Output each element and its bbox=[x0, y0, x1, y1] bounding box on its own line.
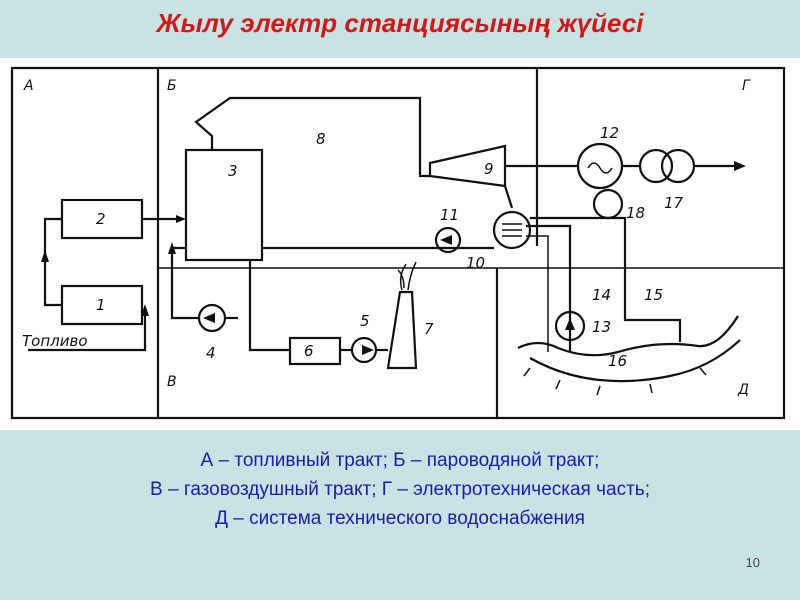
component-12-generator bbox=[576, 142, 624, 190]
label-5: 5 bbox=[360, 312, 370, 330]
arrow-to-boiler bbox=[176, 215, 186, 223]
flue-gas-line bbox=[248, 260, 290, 352]
caption-line-1: А – топливный тракт; Б – пароводяной тра… bbox=[200, 450, 600, 471]
label-17: 17 bbox=[664, 194, 684, 212]
component-6-box bbox=[288, 336, 342, 366]
diagram-frame bbox=[10, 66, 786, 420]
component-18-exciter bbox=[592, 188, 624, 220]
zone-label-g: Г bbox=[742, 78, 751, 94]
fuel-input-line bbox=[28, 308, 147, 352]
ac-symbol bbox=[587, 162, 613, 174]
label-1: 1 bbox=[96, 296, 106, 314]
component-7-stack bbox=[386, 290, 418, 370]
legend-caption: А – топливный тракт; Б – пароводяной тра… bbox=[0, 446, 800, 533]
component-9-turbine bbox=[428, 144, 507, 188]
component-16-reservoir bbox=[529, 339, 741, 383]
label-13: 13 bbox=[592, 318, 611, 336]
reservoir-hatching bbox=[523, 367, 707, 396]
fan-4-arrow bbox=[203, 313, 215, 323]
label-8: 8 bbox=[316, 130, 326, 148]
zone-label-a: А bbox=[23, 78, 34, 94]
page-number: 10 bbox=[745, 555, 760, 570]
smoke-plume bbox=[397, 261, 417, 291]
arrow-fuel-input bbox=[141, 304, 149, 316]
pump-11-arrow bbox=[440, 235, 452, 245]
arrow-grid-output bbox=[734, 161, 746, 171]
fuel-label: Топливо bbox=[22, 332, 88, 350]
pump-13-arrow bbox=[565, 318, 575, 330]
label-7: 7 bbox=[424, 320, 434, 338]
label-3: 3 bbox=[228, 162, 238, 180]
cooling-return-15 bbox=[530, 216, 682, 342]
label-6: 6 bbox=[304, 342, 314, 360]
reservoir-bank-top bbox=[517, 315, 739, 357]
zone-label-b: Б bbox=[167, 78, 177, 94]
condenser-coil bbox=[502, 223, 522, 237]
power-plant-diagram: А Б В Г Д Топливо bbox=[0, 58, 800, 430]
caption-line-2: В – газовоздушный тракт; Г – электротехн… bbox=[150, 479, 650, 500]
cooling-line-inner bbox=[526, 235, 549, 352]
label-2: 2 bbox=[96, 210, 106, 228]
label-11: 11 bbox=[440, 206, 459, 224]
label-15: 15 bbox=[644, 286, 663, 304]
label-14: 14 bbox=[592, 286, 611, 304]
diagram-svg: А Б В Г Д Топливо bbox=[10, 66, 786, 420]
steam-line-8 bbox=[194, 96, 430, 178]
label-12: 12 bbox=[600, 124, 619, 142]
label-18: 18 bbox=[626, 204, 645, 222]
component-13-pump bbox=[554, 310, 586, 342]
exhaust-to-condenser bbox=[503, 185, 514, 209]
label-9: 9 bbox=[484, 160, 494, 178]
component-10-condenser bbox=[492, 210, 532, 250]
arrow-air-up bbox=[168, 242, 176, 254]
air-supply-line bbox=[170, 246, 200, 320]
caption-line-3: Д – система технического водоснабжения bbox=[215, 508, 585, 529]
component-11-pump bbox=[434, 226, 462, 254]
label-4: 4 bbox=[206, 344, 216, 362]
component-3-boiler bbox=[184, 148, 264, 262]
zone-label-v: В bbox=[167, 374, 177, 390]
slide-title: Жылу электр станциясының жүйесі bbox=[156, 8, 644, 38]
label-10: 10 bbox=[466, 254, 485, 272]
label-16: 16 bbox=[608, 352, 627, 370]
fan-5-arrow bbox=[362, 345, 374, 355]
zone-label-d: Д bbox=[737, 382, 749, 398]
component-17-transformer-b bbox=[660, 148, 696, 184]
cooling-supply-14 bbox=[526, 224, 572, 352]
arrow-up-fuel bbox=[41, 250, 49, 262]
